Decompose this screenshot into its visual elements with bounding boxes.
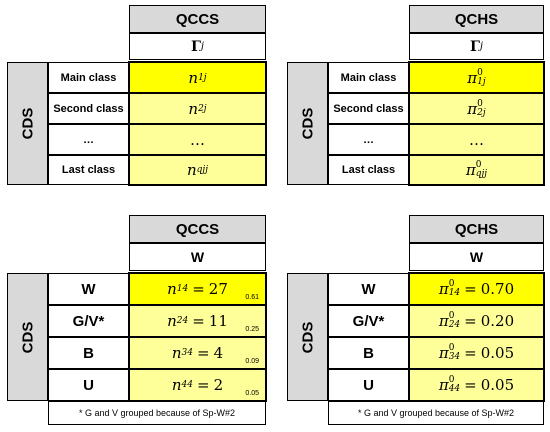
w-subheader: W bbox=[409, 243, 544, 271]
qchs-header: QCHS bbox=[409, 215, 544, 243]
gamma-symbol: Γ bbox=[190, 38, 201, 55]
class-label: Main class bbox=[328, 62, 409, 93]
gamma-index: j bbox=[200, 41, 205, 52]
class-label: Second class bbox=[48, 93, 129, 124]
category-label: W bbox=[328, 273, 409, 305]
category-label: U bbox=[328, 369, 409, 401]
class-label: Main class bbox=[48, 62, 129, 93]
category-label: G/V* bbox=[328, 305, 409, 337]
category-label: W bbox=[48, 273, 129, 305]
qccs-header: QCCS bbox=[129, 215, 266, 243]
share-value: 0.09 bbox=[245, 358, 259, 365]
cds-side-label: CDS bbox=[287, 273, 328, 401]
class-label: … bbox=[48, 124, 129, 155]
class-label: Last class bbox=[328, 155, 409, 185]
class-label: Second class bbox=[328, 93, 409, 124]
category-label: U bbox=[48, 369, 129, 401]
qccs-header: QCCS bbox=[129, 5, 266, 33]
cds-side-label: CDS bbox=[287, 62, 328, 185]
category-label: B bbox=[328, 337, 409, 369]
w-subheader: W bbox=[129, 243, 266, 271]
gamma-index: j bbox=[479, 41, 484, 52]
cds-side-label: CDS bbox=[7, 273, 48, 401]
class-label: … bbox=[328, 124, 409, 155]
category-label: B bbox=[48, 337, 129, 369]
class-label: Last class bbox=[48, 155, 129, 185]
cds-side-label: CDS bbox=[7, 62, 48, 185]
footnote: * G and V grouped because of Sp-W#2 bbox=[48, 401, 266, 425]
qchs-header: QCHS bbox=[409, 5, 544, 33]
gamma-symbol: Γ bbox=[469, 38, 480, 55]
proportion-cell: … bbox=[409, 124, 544, 155]
share-value: 0.25 bbox=[245, 326, 259, 333]
share-value: 0.61 bbox=[245, 294, 259, 301]
count-cell: … bbox=[129, 124, 266, 155]
share-value: 0.05 bbox=[245, 390, 259, 397]
category-label: G/V* bbox=[48, 305, 129, 337]
footnote: * G and V grouped because of Sp-W#2 bbox=[328, 401, 544, 425]
